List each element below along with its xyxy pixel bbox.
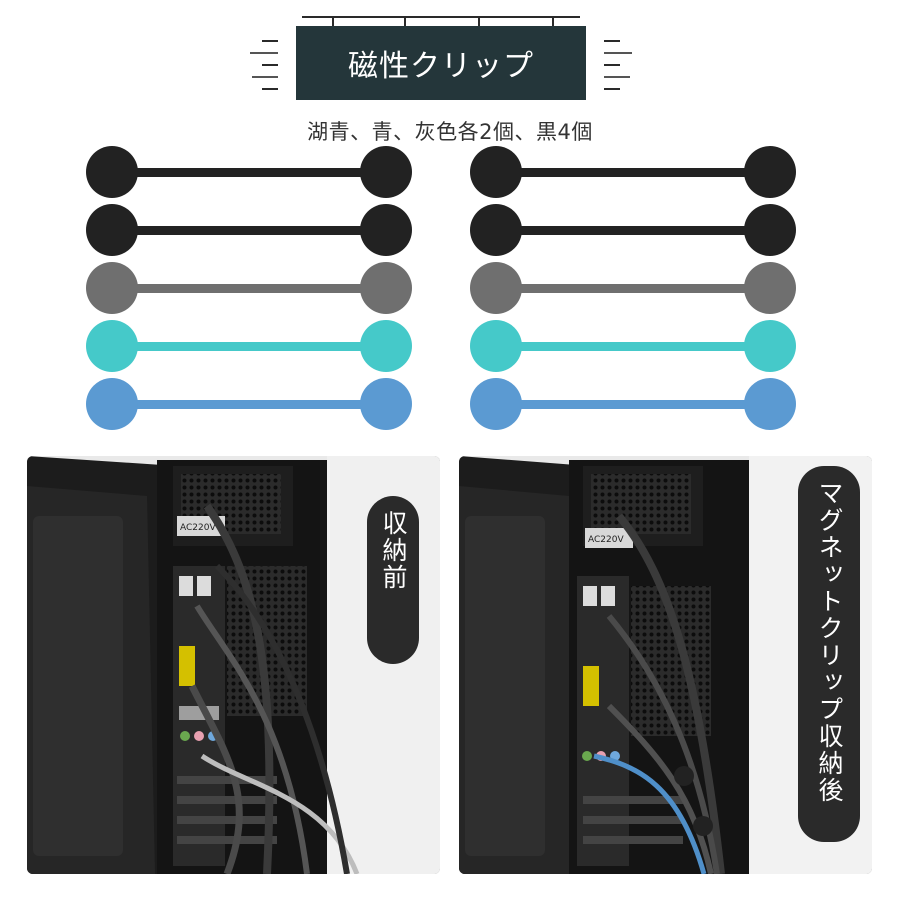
- magnetic-clip-right-5: [470, 378, 796, 430]
- clip-column-right: [470, 146, 796, 430]
- magnetic-clip-right-2: [470, 204, 796, 256]
- clip-column-left: [86, 146, 412, 430]
- pc-case-after-image: AC220V: [459, 456, 872, 874]
- magnetic-clip-left-2: [86, 204, 412, 256]
- magnetic-clip-right-1: [470, 146, 796, 198]
- after-label: マグネットクリップ収納後: [798, 466, 860, 842]
- psu-voltage-label: AC220V: [180, 523, 216, 533]
- psu-voltage-label-after: AC220V: [588, 535, 624, 545]
- before-label: 収納前: [367, 496, 419, 664]
- magnetic-clip-right-4: [470, 320, 796, 372]
- photo-after: AC220V マグネットクリップ収納後: [459, 456, 872, 874]
- magnetic-clip-left-1: [86, 146, 412, 198]
- magnetic-clip-left-5: [86, 378, 412, 430]
- clip-illustrations: [86, 146, 796, 430]
- product-subtitle: 湖青、青、灰色各2個、黒4個: [307, 120, 593, 144]
- page-title: 磁性クリップ: [296, 26, 586, 100]
- header: 磁性クリップ 湖青、青、灰色各2個、黒4個: [0, 0, 900, 144]
- magnetic-clip-left-3: [86, 262, 412, 314]
- magnetic-clip-left-4: [86, 320, 412, 372]
- top-deco-line: [302, 16, 580, 18]
- magnetic-clip-right-3: [470, 262, 796, 314]
- photo-before: AC220V 収納前: [27, 456, 440, 874]
- top-deco-ticks: [302, 16, 580, 26]
